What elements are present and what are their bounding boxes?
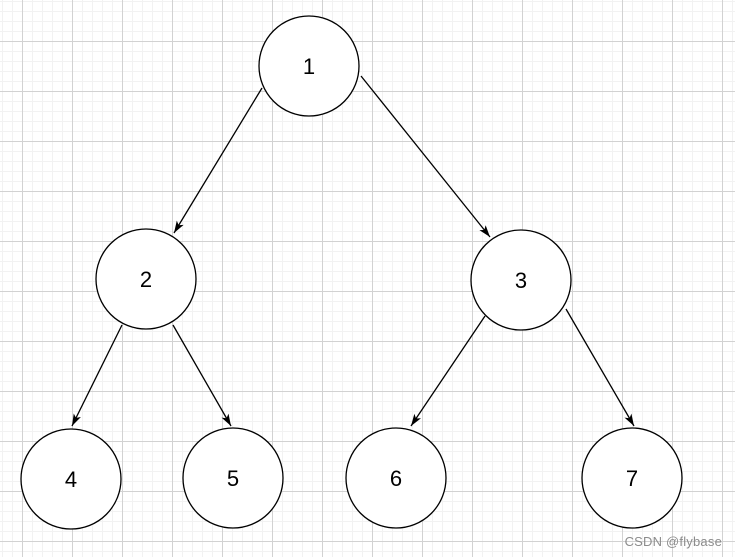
node-label-3: 3: [515, 268, 527, 293]
tree-node-3: 3: [470, 229, 572, 331]
node-circle-5: [182, 427, 284, 529]
tree-node-2: 2: [95, 228, 197, 330]
node-label-1: 1: [303, 54, 315, 79]
edge-1-2: [173, 87, 263, 234]
tree-node-1: 1: [258, 15, 360, 117]
tree-edges: [71, 75, 635, 427]
node-label-5: 5: [227, 466, 239, 491]
node-circle-6: [345, 427, 447, 529]
node-circle-1: [258, 15, 360, 117]
tree-node-6: 6: [345, 427, 447, 529]
node-circle-4: [20, 428, 122, 530]
node-label-7: 7: [626, 466, 638, 491]
node-circle-3: [470, 229, 572, 331]
node-circle-2: [95, 228, 197, 330]
edge-1-3: [360, 75, 491, 238]
csdn-watermark: CSDN @flybase: [624, 534, 722, 549]
node-label-2: 2: [140, 267, 152, 292]
edge-3-7: [565, 308, 635, 427]
edge-2-5: [172, 324, 232, 427]
node-label-6: 6: [390, 466, 402, 491]
tree-node-5: 5: [182, 427, 284, 529]
edge-2-4: [71, 324, 123, 427]
edge-3-6: [410, 315, 486, 427]
tree-node-4: 4: [20, 428, 122, 530]
node-circle-7: [581, 427, 683, 529]
node-label-4: 4: [65, 467, 77, 492]
tree-node-7: 7: [581, 427, 683, 529]
